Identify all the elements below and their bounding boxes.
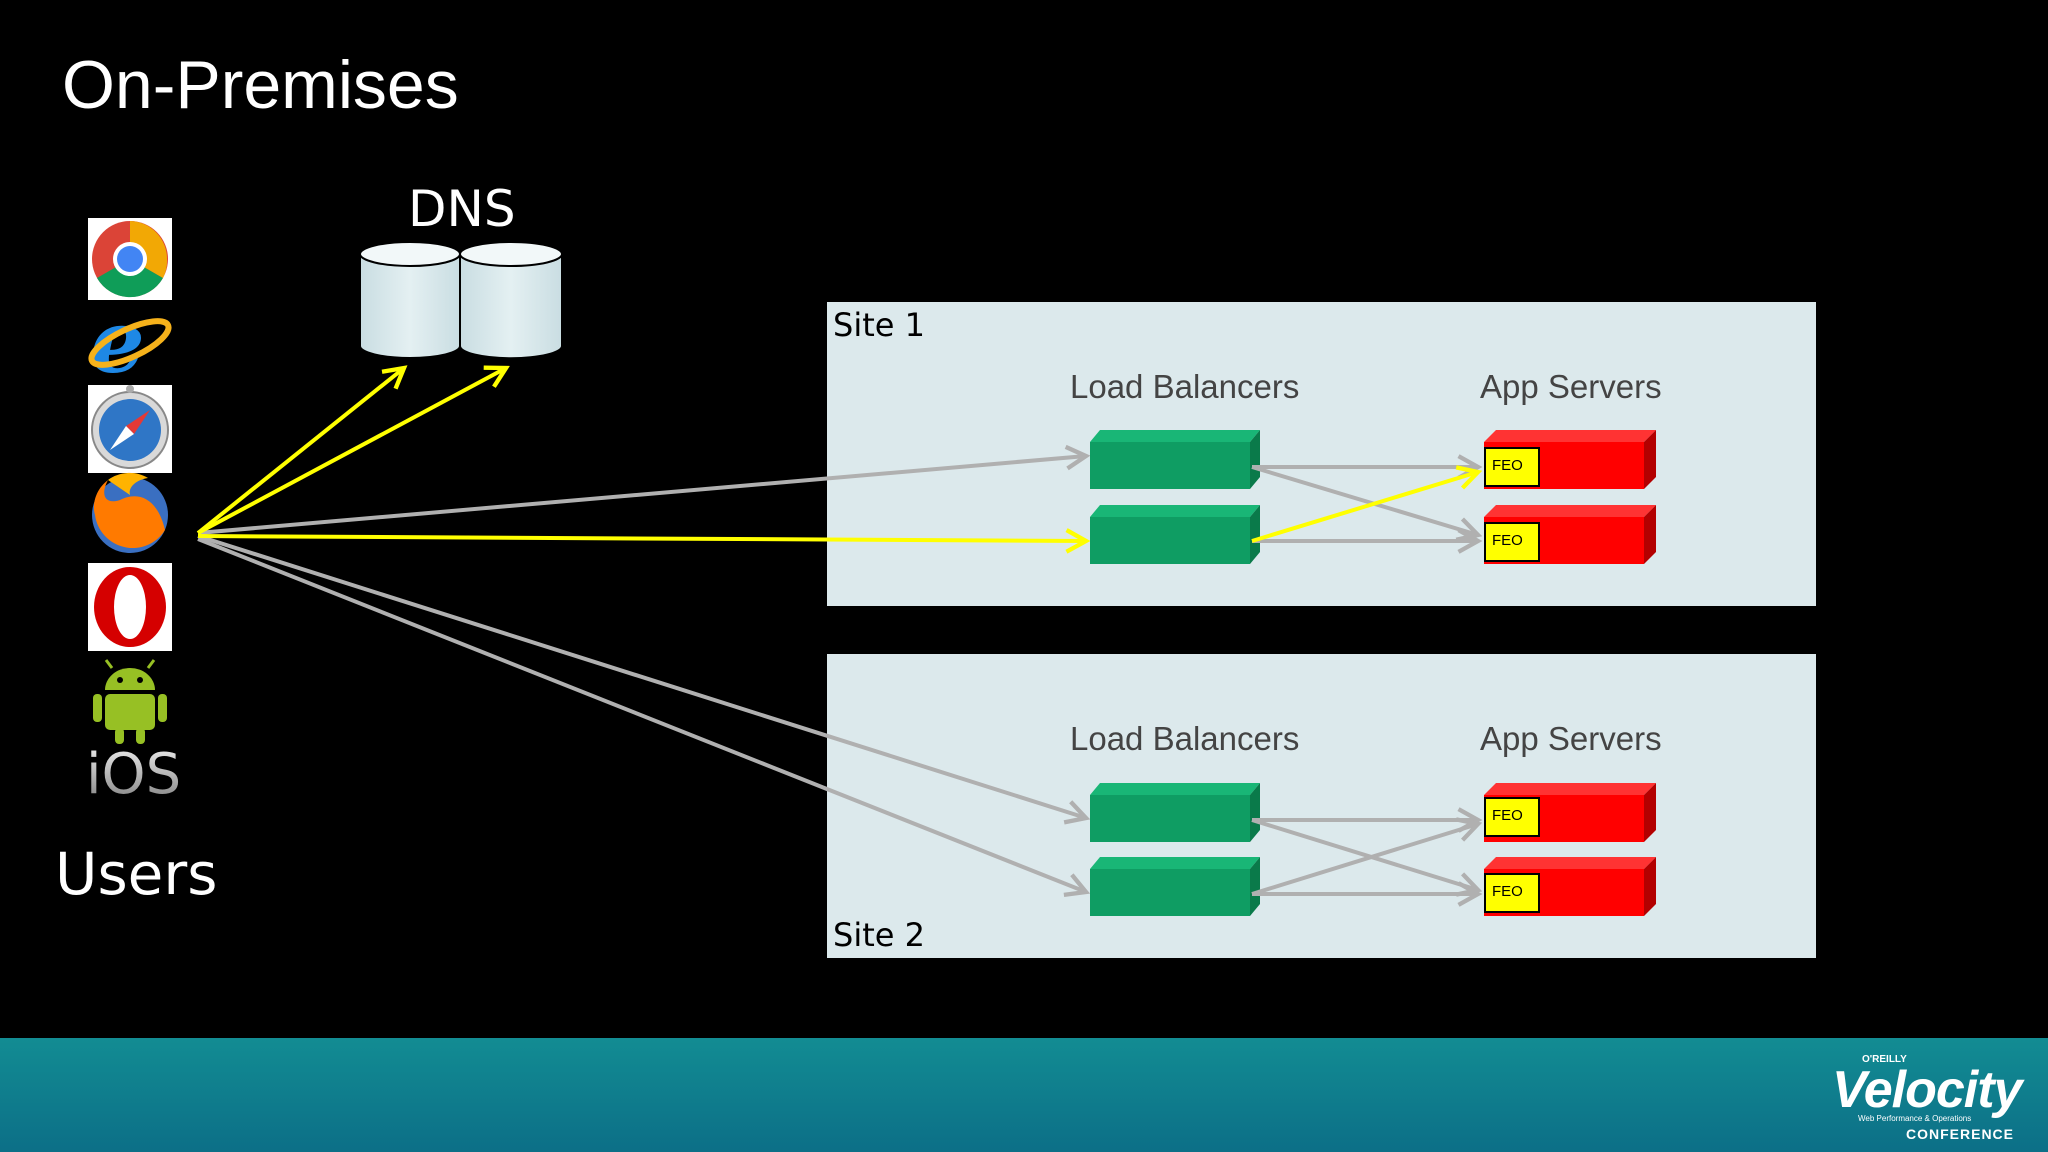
feo-tag: FEO <box>1484 873 1540 913</box>
dns-cylinder <box>359 241 461 359</box>
site-2-load-balancer <box>1090 857 1260 916</box>
arrow-users-to-site1-lb1 <box>197 456 1086 535</box>
arrow-users-to-dns1 <box>196 368 404 535</box>
site-2-load-balancers-heading: Load Balancers <box>1070 720 1300 757</box>
site-2-app-server <box>1484 857 1656 916</box>
feo-label: FEO <box>1492 532 1523 549</box>
slide-title: On-Premises <box>62 47 459 123</box>
arrow-s1-lb1-app2 <box>1251 465 1478 535</box>
feo-label: FEO <box>1492 457 1523 474</box>
feo-tag: FEO <box>1484 522 1540 562</box>
ios-label: iOS <box>86 742 181 807</box>
svg-text:e: e <box>90 292 145 393</box>
dns-cylinder <box>459 241 563 360</box>
arrow-users-to-site2-lb2 <box>197 537 1086 892</box>
arrow-users-to-site1-lb2 <box>197 536 1086 541</box>
firefox-icon <box>92 472 168 553</box>
site-1-load-balancer <box>1090 505 1260 564</box>
velocity-logo: O'REILLY Velocity Web Performance & Oper… <box>1828 1046 2028 1146</box>
users-label: Users <box>55 840 218 908</box>
feo-label: FEO <box>1492 883 1523 900</box>
arrow-s2-lb1-app2 <box>1251 818 1478 890</box>
arrow-users-to-site2-lb1 <box>197 534 1086 818</box>
site-1-label: Site 1 <box>833 306 925 344</box>
brand-publisher: O'REILLY <box>1862 1054 1907 1065</box>
internet-explorer-icon: e <box>88 292 172 393</box>
arrow-s1-lb2-app1-highlight <box>1251 472 1478 543</box>
footer-bar <box>0 1038 2048 1152</box>
site-2-load-balancer <box>1090 783 1260 842</box>
chrome-icon <box>88 218 172 300</box>
feo-tag: FEO <box>1484 447 1540 487</box>
brand-tagline: Web Performance & Operations <box>1858 1114 1972 1123</box>
brand-event: CONFERENCE <box>1906 1126 2015 1142</box>
site-2-app-servers-heading: App Servers <box>1480 720 1662 757</box>
brand-name: Velocity <box>1832 1061 2022 1119</box>
site-1-load-balancer <box>1090 430 1260 489</box>
opera-icon <box>88 563 172 651</box>
ios-icon: iOS <box>86 742 181 807</box>
site-2-label: Site 2 <box>833 916 925 954</box>
arrow-users-to-dns2 <box>197 368 506 535</box>
arrow-s2-lb2-app1 <box>1251 824 1478 896</box>
dns-label: DNS <box>408 180 516 238</box>
feo-label: FEO <box>1492 807 1523 824</box>
safari-icon <box>88 385 172 473</box>
android-icon <box>93 659 167 744</box>
feo-tag: FEO <box>1484 797 1540 837</box>
site-1-load-balancers-heading: Load Balancers <box>1070 368 1300 405</box>
site-1-app-servers-heading: App Servers <box>1480 368 1662 405</box>
